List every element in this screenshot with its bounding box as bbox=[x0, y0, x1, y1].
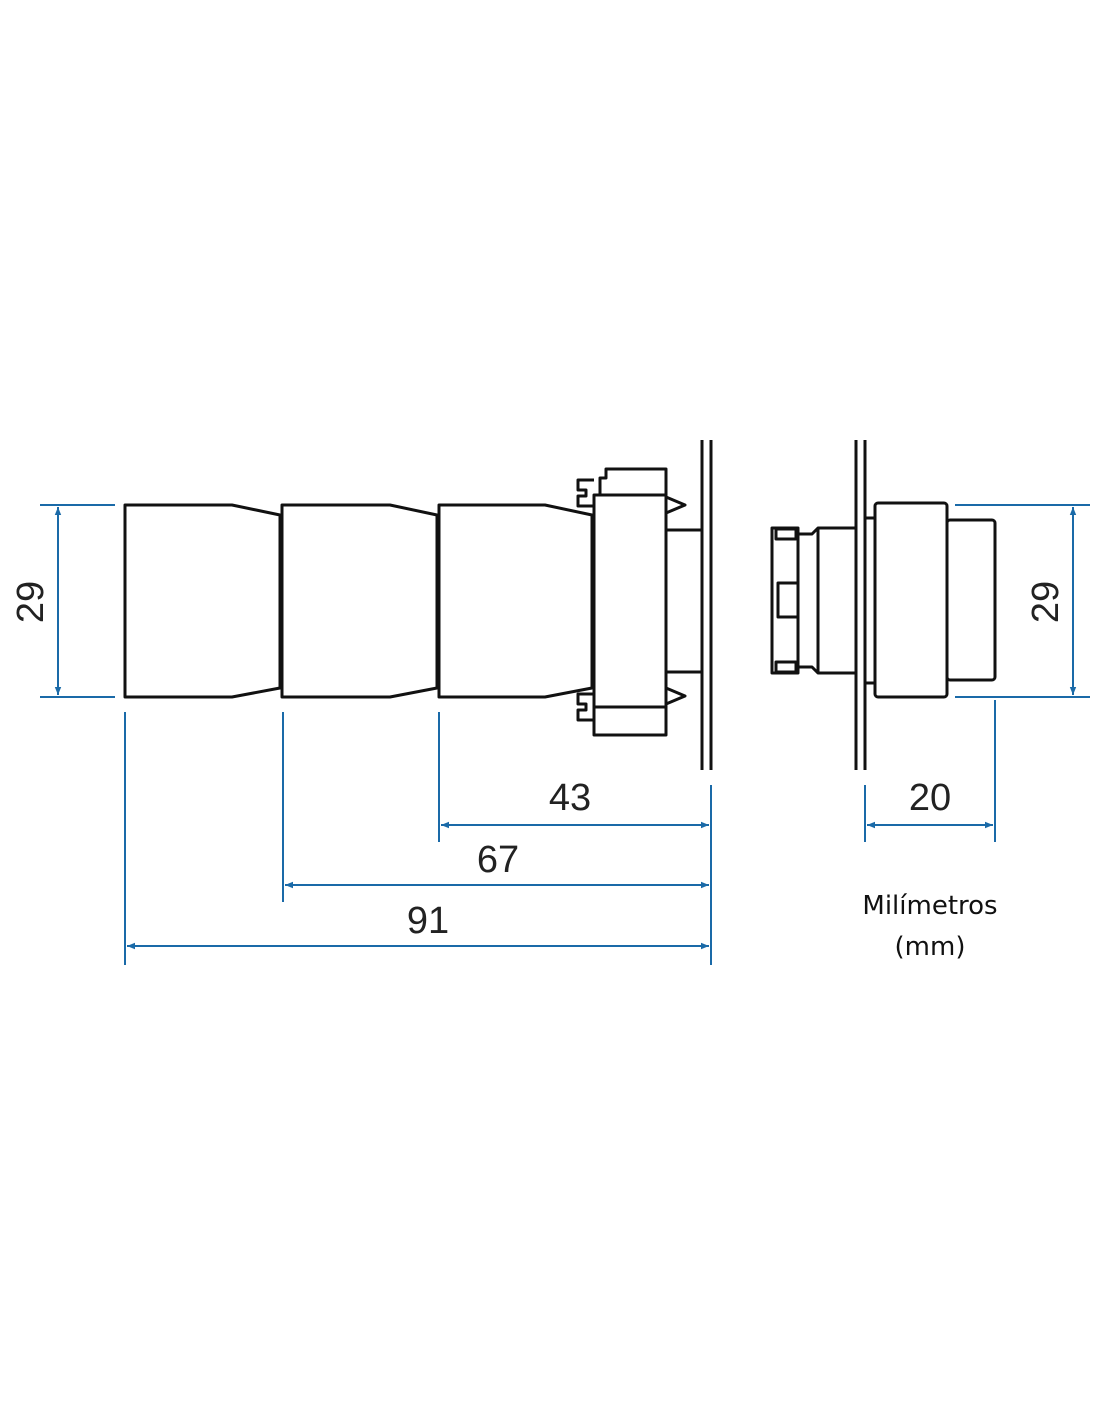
dim-label-20: 20 bbox=[909, 777, 951, 819]
mounting-adapter bbox=[576, 467, 702, 737]
contact-block-1 bbox=[123, 503, 282, 699]
dimension-extension-lines bbox=[124, 700, 996, 965]
dim-label-67: 67 bbox=[477, 839, 519, 881]
dim-label-43: 43 bbox=[549, 777, 591, 819]
units-label: Milímetros bbox=[862, 891, 998, 921]
panel-right bbox=[854, 440, 867, 770]
dim-label-height-left: 29 bbox=[10, 581, 52, 623]
dimension-height-right bbox=[955, 504, 1090, 698]
contact-block-3 bbox=[437, 503, 594, 699]
dim-label-91: 91 bbox=[407, 900, 449, 942]
units-abbr: (mm) bbox=[894, 932, 966, 962]
panel-left bbox=[700, 440, 713, 770]
contact-block-2 bbox=[280, 503, 439, 699]
dim-label-height-right: 29 bbox=[1025, 581, 1067, 623]
button-body bbox=[770, 501, 997, 699]
dimension-height-left bbox=[40, 504, 115, 698]
